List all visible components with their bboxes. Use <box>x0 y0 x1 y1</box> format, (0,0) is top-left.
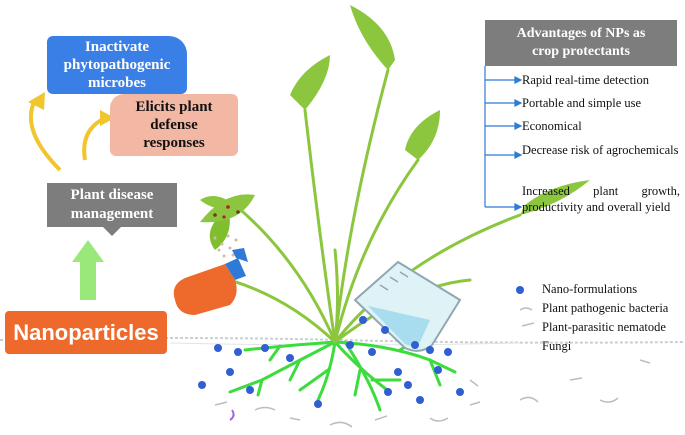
advantages-connectors <box>484 66 523 211</box>
elicits-line-3: responses <box>143 135 205 151</box>
elicits-line-1: Elicits plant <box>135 99 213 115</box>
management-line-2: management <box>70 206 154 222</box>
advantage-item: Decrease risk of agrochemicals <box>522 143 679 157</box>
legend-nano-dot <box>516 286 524 294</box>
inactivate-line-3: microbes <box>87 75 147 91</box>
elicits-line-2: defense <box>150 117 198 133</box>
advantages-header-line-1: Advantages of NPs as <box>516 26 646 41</box>
inactivate-microbes-box: Inactivate phytopathogenic microbes <box>47 36 187 94</box>
legend-fungi: Fungi <box>542 339 572 353</box>
cycle-arrowhead <box>100 110 115 126</box>
up-arrow <box>72 240 104 300</box>
advantages-header: Advantages of NPs as crop protectants <box>485 20 677 66</box>
cycle-arrows <box>28 99 106 172</box>
cycle-arrowhead <box>28 92 45 110</box>
nano-dots <box>198 316 464 408</box>
legend-bacteria-symbol <box>519 307 533 311</box>
beaker <box>353 260 462 352</box>
nematode <box>229 409 235 421</box>
inactivate-line-1: Inactivate <box>84 39 150 55</box>
inactivate-line-2: phytopathogenic <box>63 57 171 73</box>
diseased-leaf <box>200 194 255 223</box>
legend-bacteria: Plant pathogenic bacteria <box>542 301 669 315</box>
elicits-defense-box: Elicits plant defense responses <box>110 94 238 156</box>
management-line-1: Plant disease <box>70 187 154 203</box>
soil-line <box>169 342 521 346</box>
advantage-item: Rapid real-time detection <box>522 73 650 87</box>
advantage-item: Economical <box>522 119 582 133</box>
advantage-item: Increased plant growth, productivity and… <box>522 184 680 214</box>
plant-stems <box>208 68 522 344</box>
spray-bottle <box>173 248 248 315</box>
soil-microbes <box>214 359 651 428</box>
legend-nematode-symbol <box>521 322 535 327</box>
advantages-header-line-2: crop protectants <box>532 44 630 59</box>
nanoparticles-box: Nanoparticles <box>5 311 167 354</box>
legend-nano-formulations: Nano-formulations <box>542 282 638 296</box>
plant-disease-management-box: Plant disease management <box>47 183 177 236</box>
advantage-item: Portable and simple use <box>522 96 642 110</box>
legend-nematode: Plant-parasitic nematode <box>542 320 666 334</box>
spray-mist <box>213 234 242 258</box>
